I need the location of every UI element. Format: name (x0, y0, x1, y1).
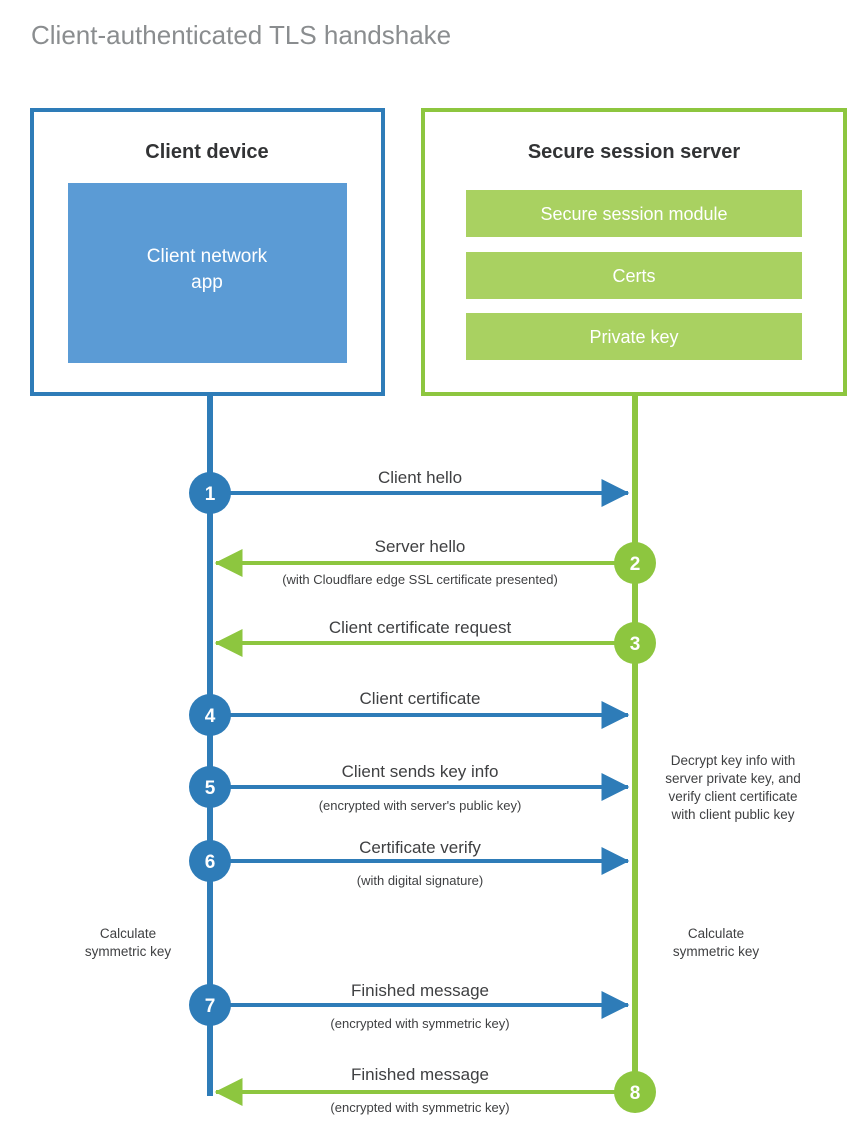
server-decrypt-line4: with client public key (670, 807, 794, 822)
client-calc-annotation: Calculate symmetric key (85, 926, 172, 959)
step-6-number: 6 (205, 852, 216, 873)
step-7-main-label: Finished message (351, 981, 489, 1000)
client-box-title: Client device (145, 141, 268, 163)
step-2-main-label: Server hello (375, 537, 466, 556)
step-3-number: 3 (630, 634, 641, 655)
step-7-group: Finished message (encrypted with symmetr… (189, 981, 630, 1031)
server-box-title: Secure session server (528, 141, 741, 163)
server-calc-line2: symmetric key (673, 944, 760, 959)
step-1-group: Client hello 1 (189, 468, 630, 514)
step-8-main-label: Finished message (351, 1065, 489, 1084)
step-2-number: 2 (630, 554, 641, 575)
server-bar-certs (466, 252, 802, 299)
step-6-main-label: Certificate verify (359, 838, 481, 857)
client-network-app-block (68, 183, 347, 363)
step-7-number: 7 (205, 996, 216, 1017)
step-5-marker (189, 766, 231, 808)
step-1-marker (189, 472, 231, 514)
step-7-marker (189, 984, 231, 1026)
step-8-sub-label: (encrypted with symmetric key) (330, 1100, 509, 1115)
server-calc-line1: Calculate (688, 926, 744, 941)
step-7-sub-label: (encrypted with symmetric key) (330, 1016, 509, 1031)
step-8-number: 8 (630, 1083, 641, 1104)
server-bar-label-2: Private key (589, 327, 678, 347)
server-decrypt-annotation: Decrypt key info with server private key… (665, 753, 801, 822)
step-1-number: 1 (205, 484, 216, 505)
step-1-main-label: Client hello (378, 468, 462, 487)
step-4-marker (189, 694, 231, 736)
step-4-main-label: Client certificate (360, 689, 481, 708)
client-network-app-label-line1: Client network (147, 246, 268, 267)
step-3-marker (614, 622, 656, 664)
secure-session-server-box: Secure session server Secure session mod… (421, 108, 847, 396)
server-bar-secure-session-module (466, 190, 802, 237)
server-decrypt-line1: Decrypt key info with (671, 753, 796, 768)
step-8-group: Finished message (encrypted with symmetr… (214, 1065, 656, 1115)
step-5-main-label: Client sends key info (342, 762, 499, 781)
step-8-marker (614, 1071, 656, 1113)
step-2-group: Server hello (with Cloudflare edge SSL c… (214, 537, 656, 587)
server-calc-annotation: Calculate symmetric key (673, 926, 760, 959)
client-calc-line1: Calculate (100, 926, 156, 941)
step-2-marker (614, 542, 656, 584)
server-bar-private-key (466, 313, 802, 360)
step-3-group: Client certificate request 3 (214, 618, 656, 664)
step-4-number: 4 (205, 706, 216, 727)
step-4-group: Client certificate 4 (189, 689, 630, 736)
page-title: Client-authenticated TLS handshake (31, 20, 451, 50)
step-5-sub-label: (encrypted with server's public key) (319, 798, 522, 813)
server-bar-label-1: Certs (612, 266, 655, 286)
server-decrypt-line2: server private key, and (665, 771, 801, 786)
step-3-main-label: Client certificate request (329, 618, 512, 637)
step-6-group: Certificate verify (with digital signatu… (189, 838, 630, 888)
step-2-sub-label: (with Cloudflare edge SSL certificate pr… (282, 572, 558, 587)
step-5-group: Client sends key info (encrypted with se… (189, 762, 630, 813)
client-calc-line2: symmetric key (85, 944, 172, 959)
client-network-app-label-line2: app (191, 272, 223, 293)
client-device-box: Client device Client network app (30, 108, 385, 396)
server-bar-label-0: Secure session module (540, 204, 727, 224)
server-decrypt-line3: verify client certificate (668, 789, 797, 804)
step-5-number: 5 (205, 778, 216, 799)
step-6-marker (189, 840, 231, 882)
step-6-sub-label: (with digital signature) (357, 873, 483, 888)
